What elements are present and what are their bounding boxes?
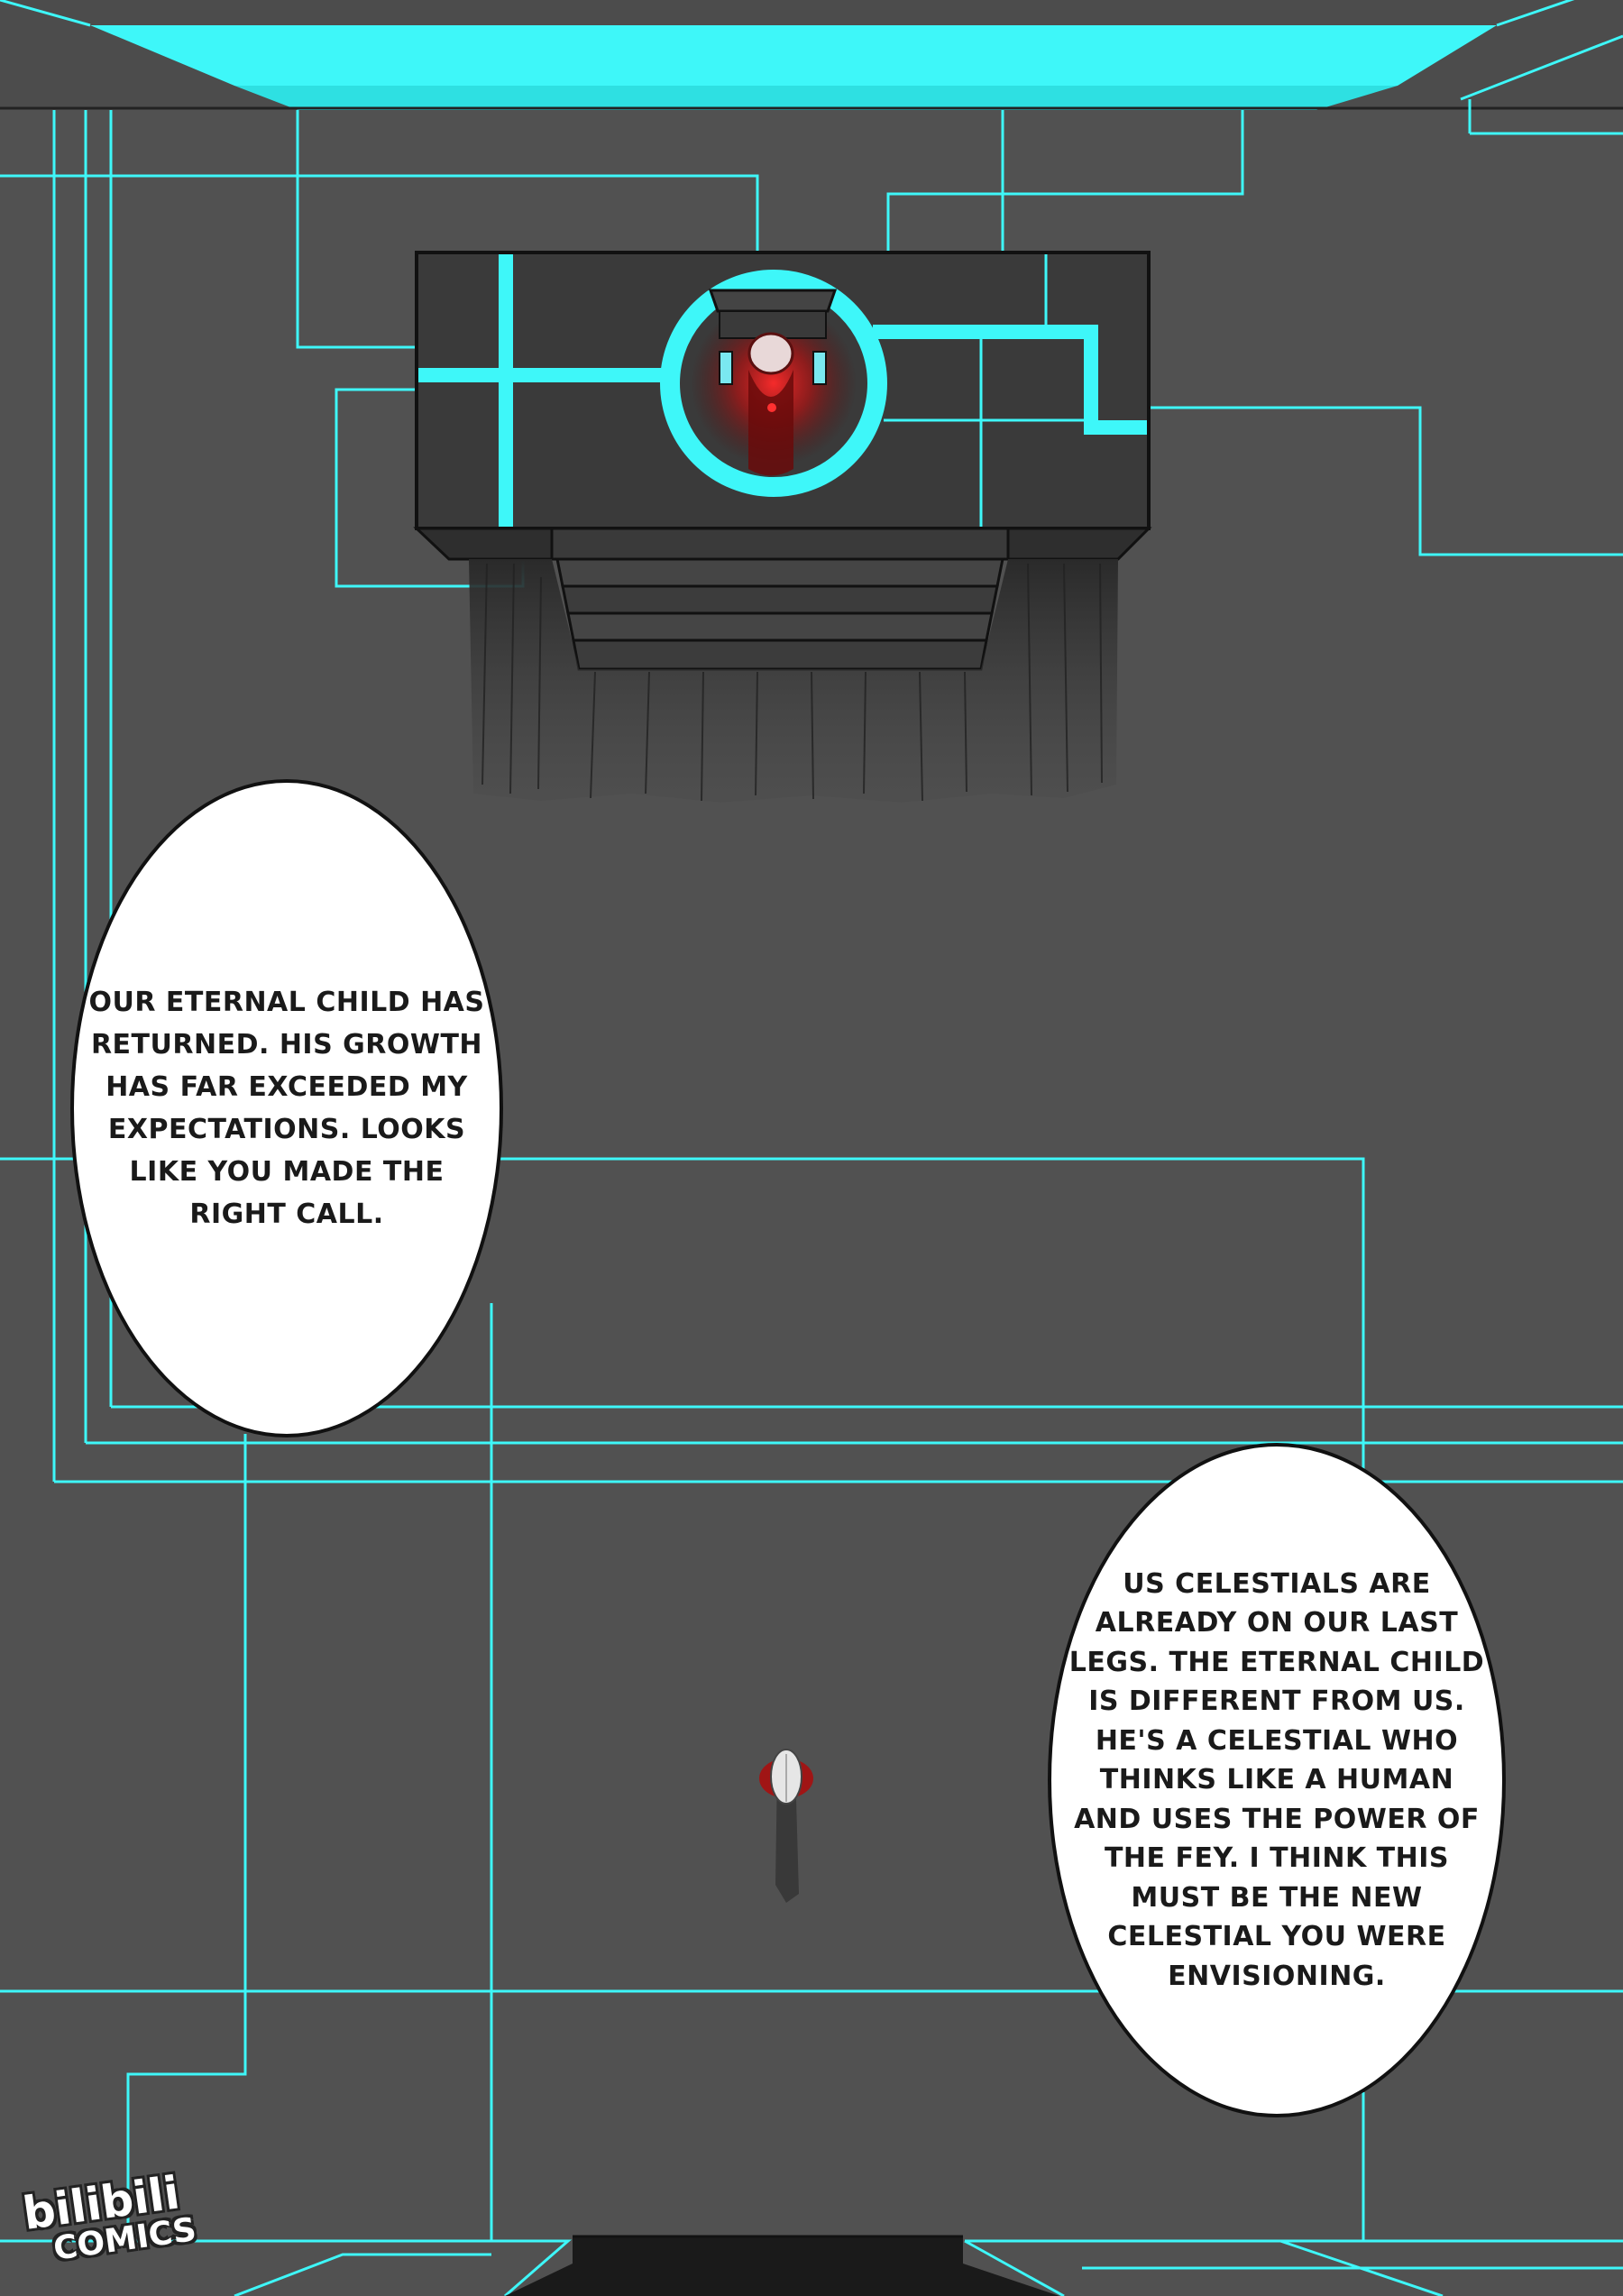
- throne-structure: [413, 251, 1152, 803]
- circuit-lines: [0, 110, 1623, 2296]
- white-haired-figure-icon: [759, 1749, 813, 1903]
- bottom-doorway: [505, 2235, 1059, 2296]
- dark-fringe: [469, 559, 1118, 803]
- ceiling-light: [0, 0, 1623, 135]
- speech-bubble-left: Our eternal child has returned. His grow…: [70, 779, 503, 1437]
- speech-bubble-text: Our eternal child has returned. His grow…: [88, 987, 485, 1230]
- celestial-throne-figure: [691, 289, 857, 476]
- speech-bubble-text: Us Celestials are already on our last le…: [1068, 1567, 1485, 1992]
- speech-bubble-right: Us Celestials are already on our last le…: [1048, 1443, 1506, 2117]
